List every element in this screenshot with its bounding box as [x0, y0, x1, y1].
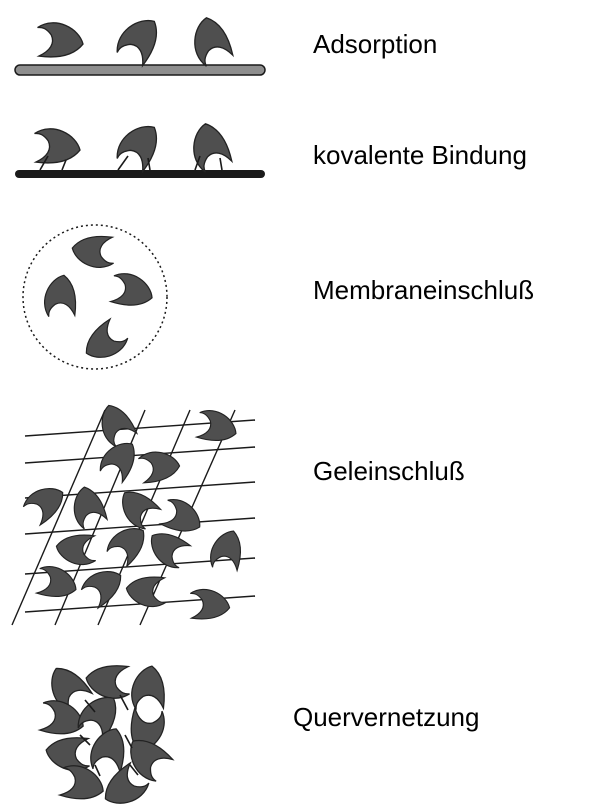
enzyme-shape: [187, 403, 242, 454]
label-crosslinking: Quervernetzung: [293, 702, 480, 732]
enzyme-shape: [81, 653, 139, 705]
enzyme-shape: [181, 583, 234, 630]
covalent-bond-line: [219, 157, 223, 171]
crosslinking-illustration: [29, 653, 179, 812]
covalent-binding-illustration: [15, 117, 265, 180]
crosslink-line: [129, 764, 139, 776]
covalent-bond-line: [117, 155, 129, 171]
enzyme-shape: [194, 17, 234, 67]
label-membrane-entrapment: Membraneinschluß: [313, 275, 535, 305]
gel-grid-line: [11, 409, 106, 626]
covalent-bond-line: [61, 159, 67, 171]
enzyme-shape: [93, 435, 148, 490]
enzyme-shape: [125, 661, 177, 719]
label-gel-entrapment: Geleinschluß: [313, 456, 465, 486]
enzyme-shape: [109, 11, 172, 74]
enzyme-shape: [193, 123, 233, 173]
gel-grid-line: [24, 481, 256, 499]
crosslink-line: [79, 734, 91, 746]
enzyme-shape: [101, 521, 156, 572]
gel-entrapment-illustration: [11, 400, 256, 630]
carrier-bar: [15, 170, 265, 178]
enzyme-shape: [203, 525, 254, 580]
adsorption-illustration: [14, 11, 266, 76]
label-covalent-binding: kovalente Bindung: [313, 140, 527, 170]
carrier-bar: [14, 64, 266, 76]
enzyme-shape: [38, 271, 88, 326]
membrane-circle: [22, 224, 168, 370]
enzyme-shape: [101, 266, 158, 320]
crosslink-line: [84, 699, 96, 713]
label-adsorption: Adsorption: [313, 29, 438, 59]
gel-grid-line: [24, 446, 256, 464]
enzyme-shape: [77, 314, 132, 364]
enzyme-shape: [27, 15, 88, 70]
crosslink-line: [124, 734, 133, 749]
crosslink-line: [119, 694, 129, 711]
crosslink-line: [94, 764, 101, 777]
enzyme-shape: [73, 486, 108, 530]
covalent-bond-line: [39, 155, 49, 171]
covalent-bond-line: [194, 155, 201, 171]
membrane-entrapment-illustration: [22, 224, 168, 370]
enzyme-shape: [24, 121, 85, 176]
covalent-bond-line: [147, 157, 151, 171]
enzyme-shape: [68, 224, 123, 274]
